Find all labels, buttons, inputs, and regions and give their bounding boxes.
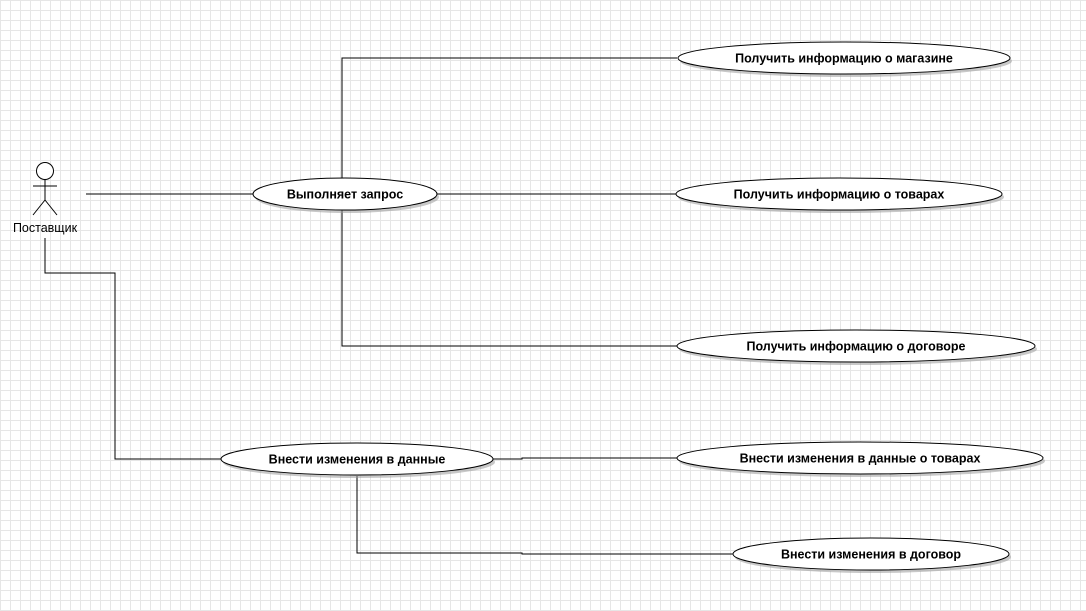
usecase-make-request-label: Выполняет запрос <box>287 188 403 202</box>
connectors <box>44 57 733 555</box>
usecase-edit-data-label: Внести изменения в данные <box>269 453 446 467</box>
usecase-edit-data[interactable]: Внести изменения в данные <box>220 442 495 478</box>
usecase-get-contract-info[interactable]: Получить информацию о договоре <box>676 329 1037 365</box>
edge-make-request-contract-info[interactable] <box>341 210 677 347</box>
edge-edit-data-goods[interactable] <box>493 457 677 460</box>
usecase-edit-goods-data[interactable]: Внести изменения в данные о товарах <box>676 441 1045 477</box>
actor-name: Поставщик <box>13 221 78 235</box>
usecase-get-store-info-label: Получить информацию о магазине <box>735 52 953 66</box>
actor-supplier[interactable]: Поставщик <box>13 162 78 236</box>
usecase-get-contract-info-label: Получить информацию о договоре <box>746 340 965 354</box>
usecase-get-store-info[interactable]: Получить информацию о магазине <box>677 41 1012 77</box>
usecase-edit-goods-data-label: Внести изменения в данные о товарах <box>740 452 981 466</box>
usecase-make-request[interactable]: Выполняет запрос <box>252 177 439 213</box>
usecase-edit-contract[interactable]: Внести изменения в договор <box>732 537 1011 573</box>
edge-make-request-store-info[interactable] <box>341 57 677 178</box>
usecase-get-goods-info-label: Получить информацию о товарах <box>734 188 945 202</box>
edge-actor-edit-data[interactable] <box>44 238 221 460</box>
edge-edit-data-contract[interactable] <box>356 476 733 555</box>
usecase-edit-contract-label: Внести изменения в договор <box>781 548 961 562</box>
usecase-get-goods-info[interactable]: Получить информацию о товарах <box>675 177 1004 213</box>
stick-figure-icon <box>32 162 58 216</box>
